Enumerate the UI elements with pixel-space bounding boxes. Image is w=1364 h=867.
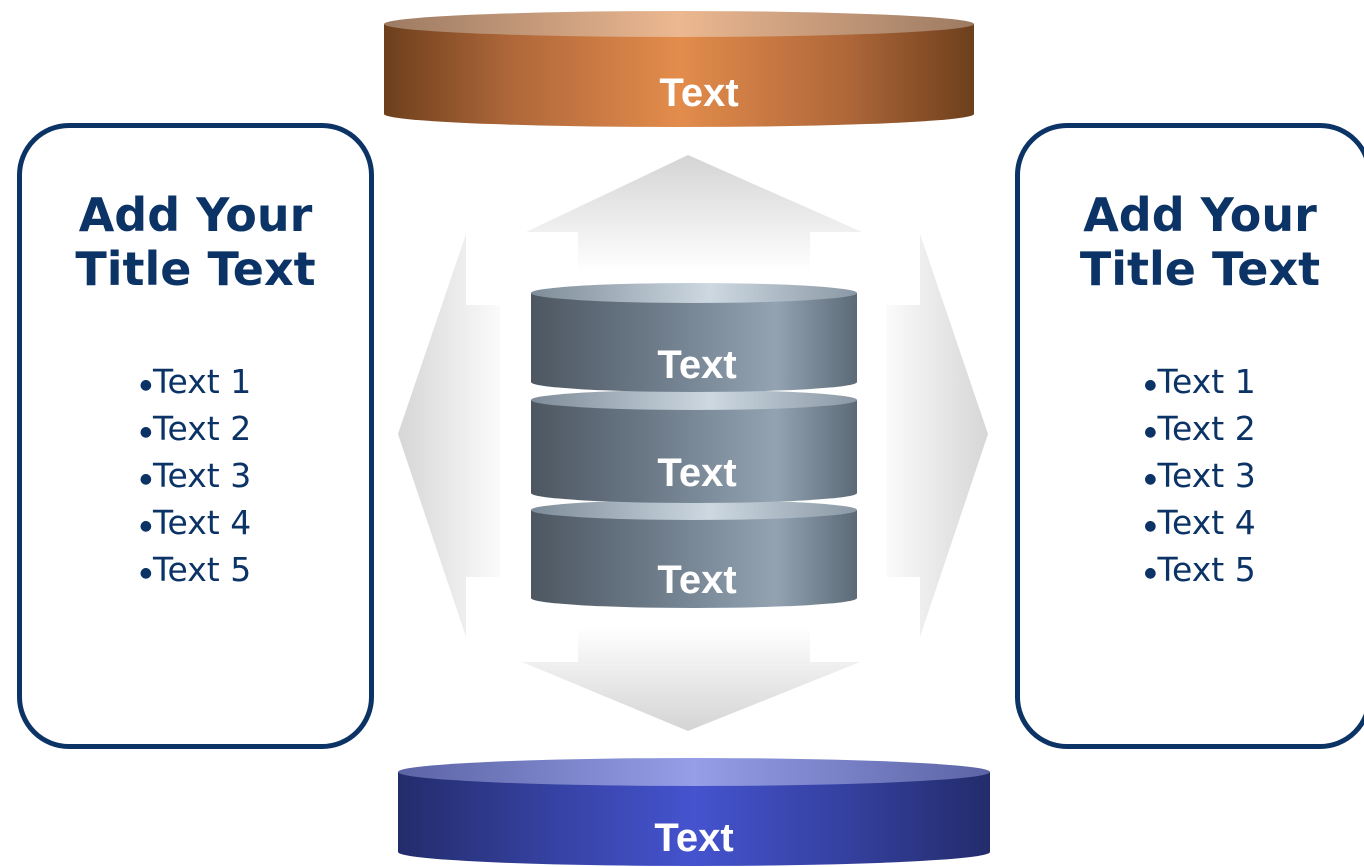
list-item: ●Text 4: [139, 503, 252, 542]
center-disk-3: [531, 500, 857, 608]
top-cylinder: [384, 11, 974, 127]
center-disk-2: [531, 390, 857, 503]
list-item: ●Text 5: [139, 550, 252, 589]
list-item: ●Text 5: [1144, 550, 1256, 589]
list-item: ●Text 2: [1144, 409, 1256, 448]
left-panel-list: ●Text 1 ●Text 2 ●Text 3 ●Text 4 ●Text 5: [22, 360, 369, 595]
right-panel-title-line-2: Title Text: [1079, 242, 1321, 296]
left-panel-title-line-1: Add Your: [78, 188, 313, 242]
left-panel-title: Add Your Title Text: [22, 188, 369, 296]
list-item: ●Text 1: [139, 362, 252, 401]
center-disk-3-label: Text: [657, 558, 737, 602]
bottom-cylinder-label: Text: [654, 816, 734, 860]
list-item: ●Text 4: [1144, 503, 1256, 542]
right-panel-title-line-1: Add Your: [1083, 188, 1317, 242]
list-item: ●Text 3: [1144, 456, 1256, 495]
top-cylinder-label: Text: [659, 71, 739, 115]
center-disk-2-label: Text: [657, 451, 737, 495]
arrow-up: [526, 155, 862, 272]
center-disk-1-label: Text: [657, 343, 737, 387]
arrow-down: [522, 627, 860, 731]
left-panel-title-line-2: Title Text: [75, 242, 316, 296]
right-panel-list: ●Text 1 ●Text 2 ●Text 3 ●Text 4 ●Text 5: [1020, 360, 1364, 595]
list-item: ●Text 1: [1144, 362, 1256, 401]
right-panel: Add Your Title Text ●Text 1 ●Text 2 ●Tex…: [1015, 123, 1364, 749]
center-disk-1: [531, 283, 857, 392]
bottom-cylinder: [398, 758, 990, 866]
list-item: ●Text 2: [139, 409, 252, 448]
arrow-right: [886, 234, 988, 637]
arrow-left: [398, 234, 500, 637]
right-panel-title: Add Your Title Text: [1020, 188, 1364, 296]
list-item: ●Text 3: [139, 456, 252, 495]
left-panel: Add Your Title Text ●Text 1 ●Text 2 ●Tex…: [17, 123, 374, 749]
